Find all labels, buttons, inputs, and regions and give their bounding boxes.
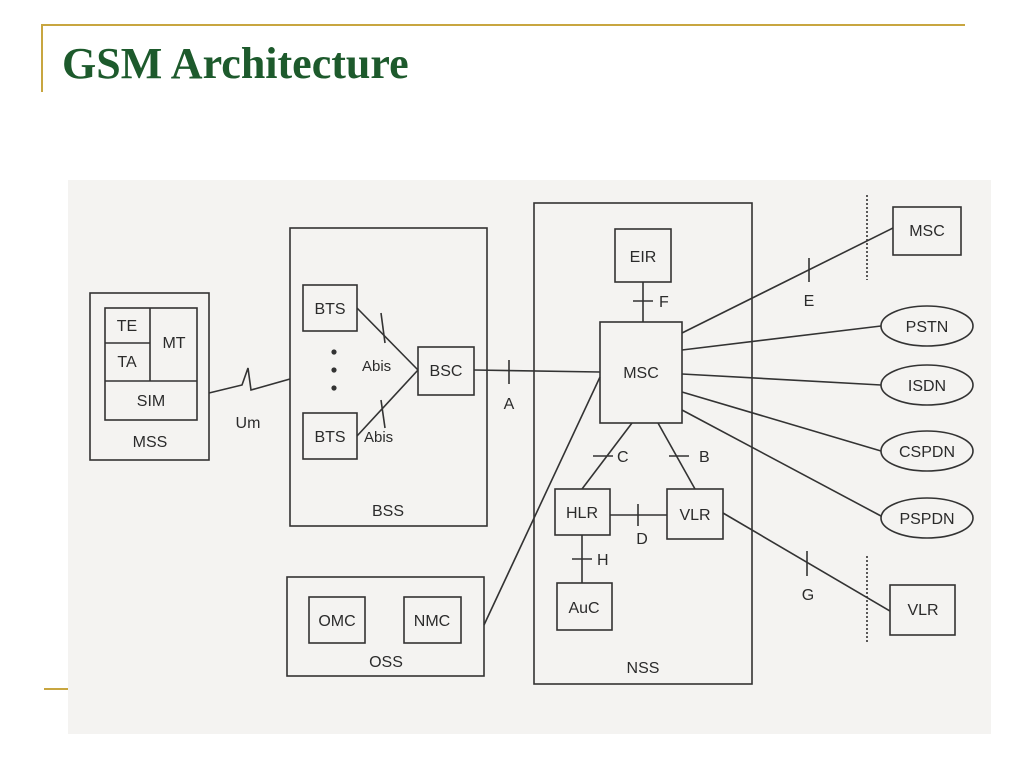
auc-box	[556, 582, 613, 631]
sim-label: SIM	[137, 393, 165, 410]
nmc-box	[403, 596, 462, 644]
mobile-station-box	[104, 307, 198, 421]
nss-label: NSS	[627, 660, 660, 677]
external-vlr-label: VLR	[907, 602, 938, 619]
nss-group: EIR MSC F HLR VLR AuC C B D H NSS	[533, 202, 753, 685]
ta-label: TA	[117, 354, 137, 371]
msc-box	[599, 321, 683, 424]
cspdn-ellipse	[880, 430, 974, 472]
f-interface-label: F	[659, 294, 669, 311]
title-rule-vertical	[41, 24, 43, 92]
cspdn-label: CSPDN	[899, 444, 955, 461]
mss-label: MSS	[133, 434, 168, 451]
um-link: Um	[208, 367, 291, 432]
bss-box	[289, 227, 488, 527]
external-msc-label: MSC	[909, 223, 945, 240]
abis-bottom-label: Abis	[364, 429, 393, 446]
bss-group: BTS BTS BSC Abis Abis BSS	[289, 227, 488, 527]
pspdn-ellipse	[880, 497, 974, 539]
gsm-architecture-diagram: TE TA MT SIM MSS Um BTS BTS BSC Abis Abi…	[89, 195, 974, 685]
nmc-label: NMC	[414, 613, 450, 630]
bts-top-label: BTS	[314, 301, 345, 318]
oss-label: OSS	[369, 654, 403, 671]
footer-rule	[44, 688, 68, 690]
oss-box	[286, 576, 485, 677]
te-label: TE	[117, 318, 137, 335]
oss-group: OMC NMC OSS	[286, 376, 601, 677]
d-interface-label: D	[636, 531, 648, 548]
nss-box	[533, 202, 753, 685]
bts-bottom-label: BTS	[314, 429, 345, 446]
isdn-label: ISDN	[908, 378, 946, 395]
slide-title: GSM Architecture	[62, 39, 409, 88]
diagram-panel: TE TA MT SIM MSS Um BTS BTS BSC Abis Abi…	[68, 180, 991, 734]
e-interface-label: E	[804, 293, 815, 310]
mss-box	[89, 292, 210, 461]
pstn-label: PSTN	[906, 319, 949, 336]
pstn-ellipse	[880, 305, 974, 347]
external-vlr-box	[889, 584, 956, 636]
g-interface-label: G	[802, 587, 814, 604]
a-interface-label: A	[504, 396, 515, 413]
omc-label: OMC	[318, 613, 355, 630]
eir-label: EIR	[630, 249, 657, 266]
title-rule-horizontal	[41, 24, 965, 26]
a-link: A	[473, 360, 601, 413]
external-msc-box	[892, 206, 962, 256]
b-interface-label: B	[699, 449, 710, 466]
isdn-ellipse	[880, 364, 974, 406]
bss-label: BSS	[372, 503, 404, 520]
c-interface-label: C	[617, 449, 629, 466]
abis-top-label: Abis	[362, 358, 391, 375]
vlr-label: VLR	[679, 507, 710, 524]
um-interface-label: Um	[236, 415, 261, 432]
bsc-label: BSC	[430, 363, 463, 380]
hlr-label: HLR	[566, 505, 598, 522]
mt-label: MT	[162, 335, 185, 352]
omc-box	[308, 596, 366, 644]
external-networks: MSC E PSTN ISDN CSPDN PSPDN VLR G	[681, 195, 974, 642]
mss-group: TE TA MT SIM MSS	[89, 292, 210, 461]
h-interface-label: H	[597, 552, 609, 569]
pspdn-label: PSPDN	[899, 511, 954, 528]
auc-label: AuC	[568, 600, 599, 617]
msc-label: MSC	[623, 365, 659, 382]
